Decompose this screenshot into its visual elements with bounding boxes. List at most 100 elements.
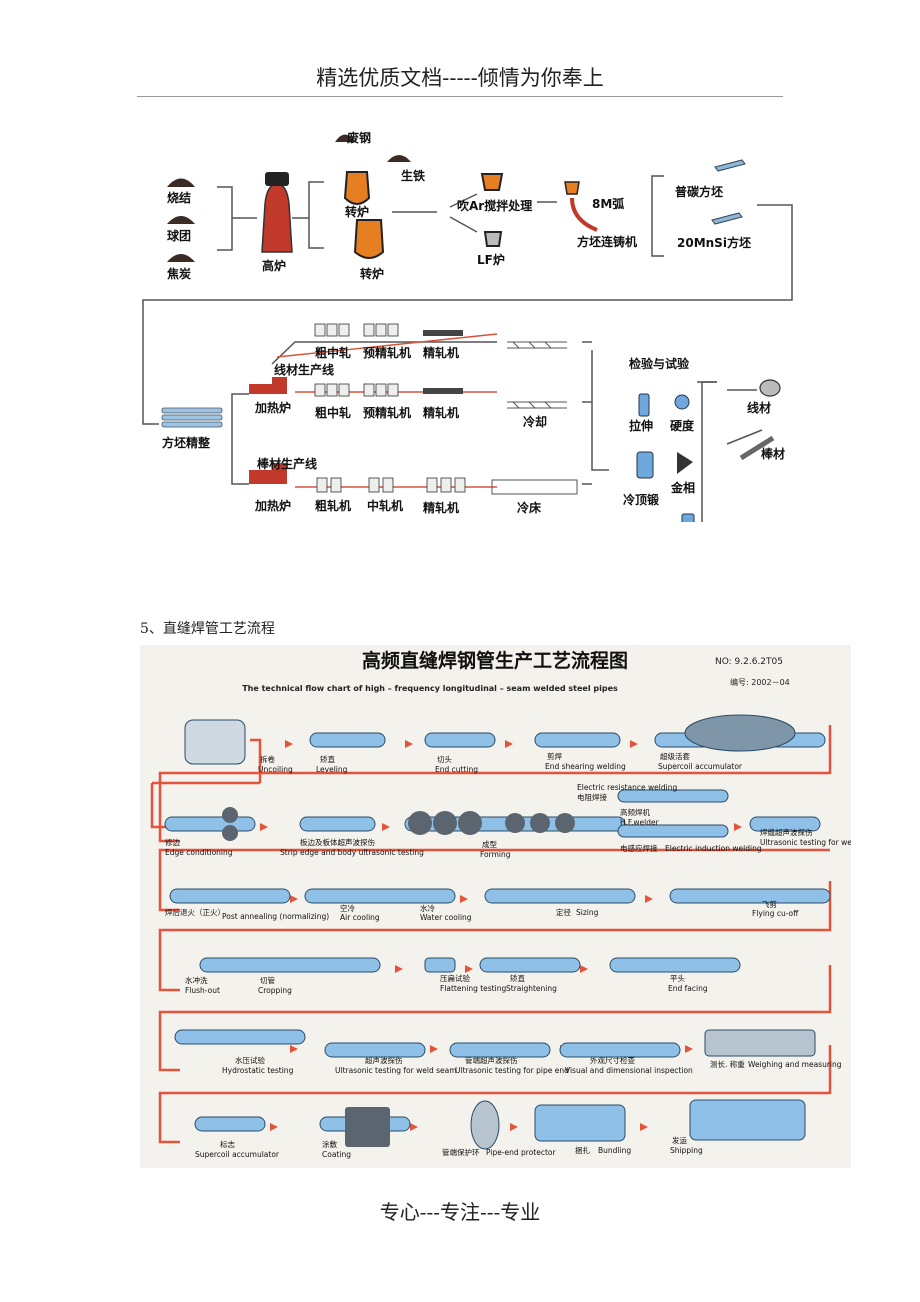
ar-stirring-label: 吹Ar搅拌处理 — [457, 198, 532, 213]
step-hydro-en: Hydrostatic testing — [222, 1066, 294, 1075]
billet-plain-label: 普碳方坯 — [675, 184, 723, 199]
step-flatten-en: Flattening testing — [440, 984, 506, 993]
step-uncoiling-en: Uncoiling — [258, 765, 293, 774]
blast-furnace-label: 高炉 — [262, 258, 286, 273]
bar-line-label: 棒材生产线 — [257, 456, 317, 471]
step-end-facing-en: End facing — [668, 984, 708, 993]
chart-title-cn: 高频直缝焊钢管生产工艺流程图 — [362, 649, 628, 672]
coating-box — [345, 1107, 390, 1147]
pig-iron-label: 生铁 — [401, 168, 425, 183]
step-flatten-cn: 压扁试验 — [440, 973, 470, 983]
section-title: 5、直缝焊管工艺流程 — [140, 621, 275, 637]
step-weigh-en: Weighing and measuring — [748, 1060, 842, 1069]
step-shipping-cn: 发运 — [672, 1135, 687, 1145]
mill-pre-finish-label-2: 预精轧机 — [363, 405, 411, 420]
hf-welder-en: H.F.welder — [620, 818, 660, 827]
eiw-cn: 电感应焊接 — [620, 843, 658, 853]
step-visual-cn: 外观尺寸检查 — [590, 1055, 635, 1065]
bar-output-label: 棒材 — [761, 446, 785, 461]
reheat-furnace-label-1: 加热炉 — [254, 400, 291, 415]
step-weld-ut-en: Ultrasonic testing for weld seam — [760, 838, 851, 847]
wire-output-label: 线材 — [747, 400, 771, 415]
step-forming-cn: 成型 — [482, 839, 497, 849]
step-end-cutting-cn: 切头 — [437, 754, 452, 764]
step-shear-weld-cn: 剪焊 — [547, 751, 562, 761]
header-rule — [137, 96, 783, 97]
step-air-cool-cn: 空冷 — [340, 903, 355, 913]
step-ut-en: Ultrasonic testing for weld seam — [335, 1066, 457, 1075]
step-accumulator-en: Supercoil accumulator — [658, 762, 743, 771]
step-marking-cn: 标志 — [220, 1139, 235, 1149]
step-coating-en: Coating — [322, 1150, 351, 1159]
eiw-en: Electric induction welding — [665, 844, 762, 853]
cooling-bed-label: 冷床 — [517, 500, 542, 515]
step-leveling-cn: 矫直 — [320, 754, 335, 764]
converter-icon — [343, 171, 385, 259]
step-cropping-cn: 切管 — [260, 975, 275, 985]
mill-finish-label-2: 精轧机 — [423, 405, 459, 420]
test-tensile: 拉伸 — [629, 418, 653, 433]
step-cropping-en: Cropping — [258, 986, 292, 995]
step-flush-en: Flush-out — [185, 986, 220, 995]
converter-label-2: 转炉 — [360, 266, 384, 281]
step-flush-cn: 水冲洗 — [185, 975, 208, 985]
step-coating-cn: 涂敷 — [322, 1139, 337, 1149]
step-shear-weld-en: End shearing welding — [545, 762, 626, 771]
step-hydro-cn: 水压试验 — [235, 1055, 265, 1065]
wire-coil-icon — [759, 379, 781, 397]
billet-alloy-label: 20MnSi方坯 — [677, 235, 751, 250]
test-cold-upset: 冷顶锻 — [623, 492, 659, 507]
step-shipping-en: Shipping — [670, 1146, 703, 1155]
chart-number: NO: 9.2.6.2T05 — [715, 657, 783, 667]
mill-rough-label: 粗轧机 — [315, 498, 351, 513]
mill-finish-label-1: 精轧机 — [423, 345, 459, 360]
raw-label-pellet: 球团 — [167, 228, 191, 243]
step-edge-cn: 修边 — [165, 837, 180, 847]
arc-label: 8M弧 — [592, 196, 624, 211]
bar-icon — [739, 435, 775, 461]
step-flying-cut-en: Flying cu-off — [752, 909, 799, 918]
step-weigh-cn: 测长. 称重 — [710, 1059, 745, 1069]
step-accumulator-cn: 超级活套 — [660, 751, 690, 761]
step-annealing-cn: 焊后退火（正火） — [165, 907, 225, 917]
step-weld-ut-cn: 焊缝超声波探伤 — [760, 827, 813, 837]
step-water-cool-cn: 水冷 — [420, 903, 435, 913]
step-end-facing-cn: 平头 — [670, 973, 685, 983]
lf-furnace-label: LF炉 — [477, 252, 505, 267]
test-hardness: 硬度 — [670, 418, 695, 433]
step-annealing-en: Post annealing (normalizing) — [222, 912, 329, 921]
step-uncoiling-cn: 拆卷 — [260, 754, 275, 764]
step-bundling-cn: 捆扎 — [575, 1145, 590, 1155]
mill-mid-label: 中轧机 — [367, 498, 403, 513]
step-straighten-cn: 矫直 — [510, 973, 525, 983]
hf-welder-cn: 高频焊机 — [620, 807, 650, 817]
step-strip-ut-en: Strip edge and body ultrasonic testing — [280, 848, 424, 857]
step-marking-en: Supercoil accumulator — [195, 1150, 280, 1159]
mill-pre-finish-label-1: 预精轧机 — [363, 345, 411, 360]
test-metallography: 金相 — [670, 480, 695, 495]
step-straighten-en: Straightening — [506, 984, 557, 993]
step-edge-en: Edge conditioning — [165, 848, 233, 857]
cooling-label: 冷却 — [523, 414, 547, 429]
mill-finish-label-3: 精轧机 — [423, 500, 459, 515]
raw-label-sinter: 烧结 — [167, 190, 191, 205]
step-end-cutting-en: End cutting — [435, 765, 478, 774]
step-bundling-en: Bundling — [598, 1146, 631, 1155]
erw-cn: 电阻焊接 — [577, 792, 607, 802]
mill-rough-mid-label-2: 粗中轧 — [315, 405, 351, 420]
wire-line-label: 线材生产线 — [274, 362, 334, 377]
step-sizing-en: Sizing — [576, 908, 599, 917]
step-protector-en: Pipe-end protector — [486, 1148, 557, 1157]
scrap-label: 废钢 — [347, 130, 371, 145]
chart-code: 编号: 2002－04 — [730, 677, 790, 687]
caster-label: 方坯连铸机 — [577, 234, 637, 249]
page-footer: 专心---专注---专业 — [379, 1200, 541, 1224]
step-visual-en: Visual and dimensional inspection — [565, 1066, 693, 1075]
inspection-label: 检验与试验 — [629, 356, 690, 371]
step-pipe-end-ut-cn: 管端超声波探伤 — [465, 1055, 518, 1065]
step-forming-en: Forming — [480, 850, 511, 859]
step-water-cool-en: Water cooling — [420, 913, 472, 922]
billet-finishing-label: 方坯精整 — [162, 435, 210, 450]
steelmaking-flow-diagram: 烧结 球团 焦炭 高炉 废钢 生铁 转炉 转炉 吹Ar搅拌处理 LF炉 8M弧 … — [142, 130, 793, 522]
step-protector-cn: 管端保护环 — [442, 1147, 480, 1157]
